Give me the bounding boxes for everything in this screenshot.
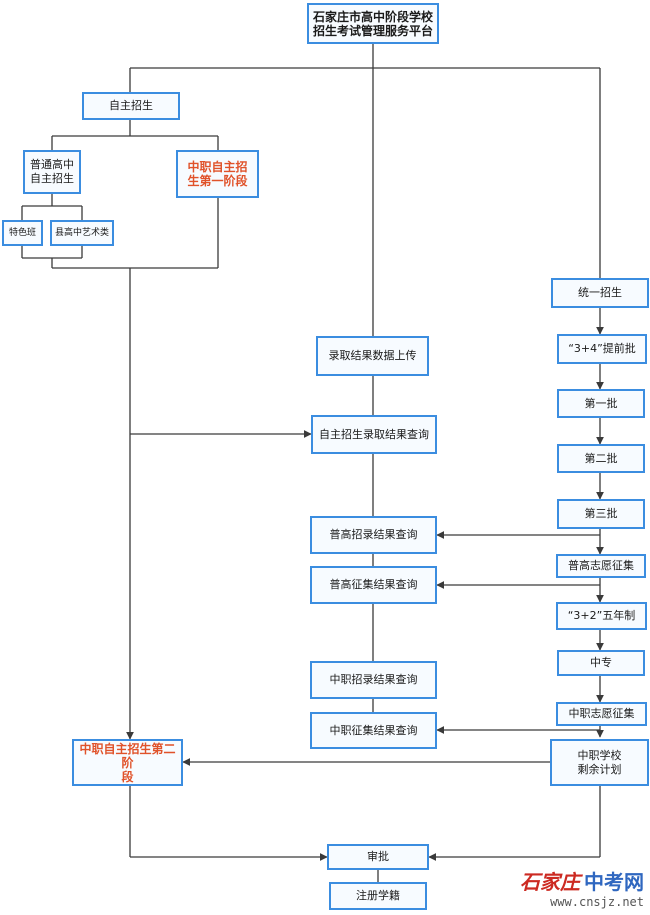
- zizhu-result-query-node: 自主招生录取结果查询: [311, 415, 437, 454]
- watermark-brand: 石家庄: [520, 870, 580, 894]
- shenpi-node: 审批: [327, 844, 429, 870]
- zhongzhi-zhaolu-query-node: 中职招录结果查询: [310, 661, 437, 699]
- watermark-name: 中考网: [584, 870, 644, 894]
- diyi-pi-node: 第一批: [557, 389, 645, 418]
- watermark: 石家庄 中考网 www.cnsjz.net: [520, 866, 644, 909]
- zhongzhi-shengyu-node: 中职学校 剩余计划: [550, 739, 649, 786]
- dier-pi-node: 第二批: [557, 444, 645, 473]
- tongyi-zhaosheng-node: 统一招生: [551, 278, 649, 308]
- luqu-upload-node: 录取结果数据上传: [316, 336, 429, 376]
- zizhu-zhaosheng-node: 自主招生: [82, 92, 180, 120]
- platform-node: 石家庄市高中阶段学校 招生考试管理服务平台: [307, 3, 439, 44]
- zhongzhi-stage2-node: 中职自主招生第二阶 段: [72, 739, 183, 786]
- tiqian-pi-node: “3+4”提前批: [557, 334, 647, 364]
- tese-ban-node: 特色班: [2, 220, 43, 246]
- wunianzhi-node: “3+2”五年制: [556, 602, 647, 630]
- zhongzhi-stage1-node: 中职自主招 生第一阶段: [176, 150, 259, 198]
- zhongzhuan-node: 中专: [557, 650, 645, 676]
- zhongzhi-zhengji-query-node: 中职征集结果查询: [310, 712, 437, 749]
- disan-pi-node: 第三批: [557, 499, 645, 529]
- pugao-result-query-node: 普高招录结果查询: [310, 516, 437, 554]
- pugao-zhengji-query-node: 普高征集结果查询: [310, 566, 437, 604]
- zhongzhi-zhiyuan-node: 中职志愿征集: [556, 702, 647, 726]
- watermark-url[interactable]: www.cnsjz.net: [550, 895, 644, 909]
- xian-yishu-node: 县高中艺术类: [50, 220, 114, 246]
- putong-gaozhong-node: 普通高中 自主招生: [23, 150, 81, 194]
- zhuce-xueji-node: 注册学籍: [329, 882, 427, 910]
- pugao-zhiyuan-node: 普高志愿征集: [556, 554, 646, 578]
